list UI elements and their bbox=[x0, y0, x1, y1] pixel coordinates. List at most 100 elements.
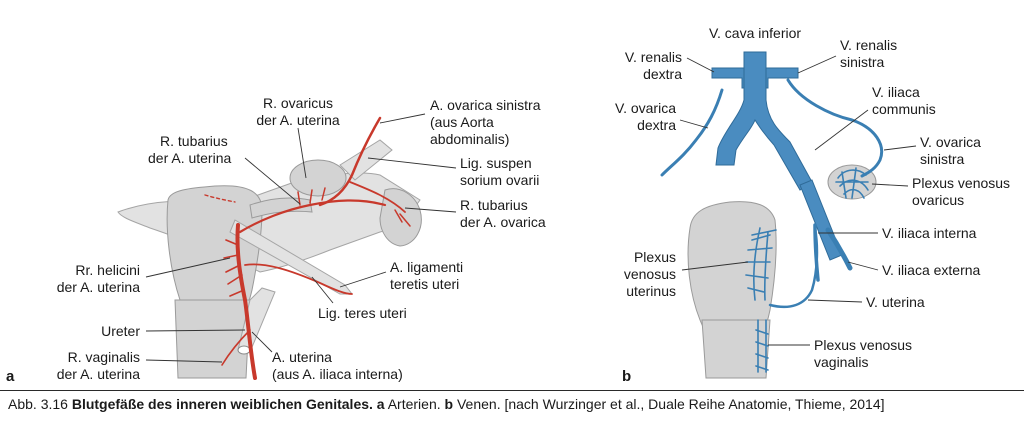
label-r-tubarius-ut-1: R. tubarius bbox=[160, 133, 228, 149]
label-a-uterina-2: (aus A. iliaca interna) bbox=[272, 366, 403, 382]
figure-caption: Abb. 3.16 Blutgefäße des inneren weiblic… bbox=[8, 396, 885, 412]
label-v-ovarica-dex-1: V. ovarica bbox=[615, 100, 676, 116]
fimbriae bbox=[379, 188, 422, 247]
leader-v-ovarica-sin bbox=[883, 145, 917, 151]
v-ovarica-sinistra-shape bbox=[786, 78, 883, 178]
panel-letter-b: b bbox=[622, 368, 631, 385]
leader-v-ovarica-dex bbox=[679, 119, 709, 129]
label-plexus-ov-1: Plexus venosus bbox=[912, 175, 1010, 191]
cervix-vagina-b bbox=[701, 319, 771, 379]
caption-title: Blutgefäße des inneren weiblichen Genita… bbox=[71, 396, 373, 412]
tubal-ramus-ovarian bbox=[349, 181, 406, 213]
label-plexus-ut-2: venosus bbox=[624, 266, 676, 282]
label-v-iliaca-int: V. iliaca interna bbox=[882, 225, 977, 241]
leader-v-renalis-dex bbox=[686, 57, 715, 73]
label-v-ovarica-dex-2: dextra bbox=[637, 117, 676, 133]
label-r-tubarius-ov-2: der A. ovarica bbox=[460, 214, 546, 230]
label-lig-susp-1: Lig. suspen bbox=[460, 155, 532, 171]
ovary bbox=[289, 159, 347, 197]
label-a-lig-teretis-1: A. ligamenti bbox=[390, 259, 463, 275]
leader-v-renalis-sin bbox=[797, 55, 837, 74]
round-ligament-artery bbox=[244, 263, 353, 295]
leader-a-ovarica-sin bbox=[379, 113, 426, 124]
label-plexus-vag-1: Plexus venosus bbox=[814, 337, 912, 353]
leader-plexus-ut bbox=[681, 261, 749, 271]
caption-b-text: Venen. [nach Wurzinger et al., Duale Rei… bbox=[456, 396, 885, 412]
caption-b-letter: b bbox=[444, 396, 454, 412]
uterine-artery bbox=[235, 223, 257, 380]
vena-cava-inferior bbox=[715, 51, 813, 191]
leader-v-iliaca-ext bbox=[847, 261, 879, 271]
label-a-lig-teretis-2: teretis uteri bbox=[390, 276, 459, 292]
label-r-vaginalis-2: der A. uterina bbox=[57, 366, 140, 382]
label-a-ovarica-sin-3: abdominalis) bbox=[430, 131, 509, 147]
leader-a-lig-teretis bbox=[339, 271, 387, 288]
leader-r-vaginalis bbox=[145, 359, 223, 363]
label-v-renalis-dex-2: dextra bbox=[643, 66, 682, 82]
label-r-ovaricus-1: R. ovaricus bbox=[263, 95, 333, 111]
caption-a-letter: a bbox=[376, 396, 385, 412]
label-plexus-ut-1: Plexus bbox=[634, 249, 676, 265]
label-v-ovarica-sin-2: sinistra bbox=[920, 151, 965, 167]
fimbrial-branches bbox=[394, 209, 411, 227]
leader-plexus-ov bbox=[871, 183, 909, 187]
caption-number: Abb. 3.16 bbox=[8, 396, 68, 412]
vaginal-ramus bbox=[221, 329, 251, 366]
caption-a-text: Arterien. bbox=[387, 396, 441, 412]
leader-lig-susp bbox=[367, 157, 457, 169]
panel-b-illustration: V. cava inferior V. renalis dextra V. re… bbox=[615, 25, 1010, 385]
label-a-ovarica-sin-2: (aus Aorta bbox=[430, 114, 494, 130]
label-a-uterina-1: A. uterina bbox=[272, 349, 332, 365]
uterine-tube-proximal bbox=[249, 197, 313, 219]
leader-r-tubarius-ov bbox=[404, 207, 457, 213]
helicine-branches bbox=[223, 239, 245, 297]
plexus-uterinus-shape bbox=[745, 227, 777, 301]
label-ureter: Ureter bbox=[101, 323, 140, 339]
label-a-ovarica-sin-1: A. ovarica sinistra bbox=[430, 97, 541, 113]
leader-a-uterina bbox=[251, 331, 273, 353]
plexus-ovaricus-shape bbox=[835, 167, 869, 199]
label-v-iliaca-ext: V. iliaca externa bbox=[882, 262, 981, 278]
label-r-tubarius-ut-2: der A. uterina bbox=[148, 150, 231, 166]
label-lig-teres: Lig. teres uteri bbox=[318, 305, 407, 321]
intramural-tubal-artery bbox=[204, 194, 236, 203]
label-rr-helicini-1: Rr. helicini bbox=[75, 262, 140, 278]
panel-a-illustration: R. ovaricus der A. uterina A. ovarica si… bbox=[6, 95, 546, 385]
cervix-vagina bbox=[174, 299, 251, 379]
label-plexus-ov-2: ovaricus bbox=[912, 192, 964, 208]
leader-v-iliaca-comm bbox=[814, 109, 869, 151]
label-plexus-ut-3: uterinus bbox=[626, 283, 676, 299]
leader-rr-helicini bbox=[145, 257, 231, 278]
caption-separator bbox=[0, 390, 1024, 391]
label-r-tubarius-ov-1: R. tubarius bbox=[460, 197, 528, 213]
v-ovarica-dextra-shape bbox=[660, 88, 724, 177]
ureter-cut-end bbox=[237, 345, 251, 355]
leader-v-uterina bbox=[807, 299, 863, 303]
plexus-vaginalis-shape bbox=[755, 319, 769, 373]
label-v-iliaca-comm-1: V. iliaca bbox=[872, 84, 920, 100]
label-v-uterina: V. uterina bbox=[866, 294, 925, 310]
broad-ligament bbox=[117, 172, 421, 273]
label-r-vaginalis-1: R. vaginalis bbox=[68, 349, 140, 365]
leader-ureter bbox=[145, 329, 246, 332]
label-r-ovaricus-2: der A. uterina bbox=[256, 112, 339, 128]
ovarian-artery-left bbox=[318, 116, 382, 207]
leader-r-ovaricus bbox=[297, 127, 307, 179]
label-lig-susp-2: sorium ovarii bbox=[460, 172, 539, 188]
label-v-renalis-sin-2: sinistra bbox=[840, 54, 885, 70]
label-v-renalis-sin-1: V. renalis bbox=[840, 37, 897, 53]
label-v-cava: V. cava inferior bbox=[709, 25, 801, 41]
v-iliaca-externa-shape bbox=[825, 227, 853, 271]
leader-lig-teres bbox=[311, 276, 334, 304]
v-uterina-shape bbox=[768, 226, 819, 309]
leader-r-tubarius-ut bbox=[244, 157, 301, 205]
label-v-renalis-dex-1: V. renalis bbox=[625, 49, 682, 65]
ovarian-ramus-branches bbox=[297, 187, 326, 206]
label-plexus-vag-2: vaginalis bbox=[814, 354, 868, 370]
label-rr-helicini-2: der A. uterina bbox=[57, 279, 140, 295]
label-v-iliaca-comm-2: communis bbox=[872, 101, 936, 117]
label-v-ovarica-sin-1: V. ovarica bbox=[920, 134, 981, 150]
tubal-ramus-uterine bbox=[238, 199, 387, 234]
panel-letter-a: a bbox=[6, 368, 15, 385]
